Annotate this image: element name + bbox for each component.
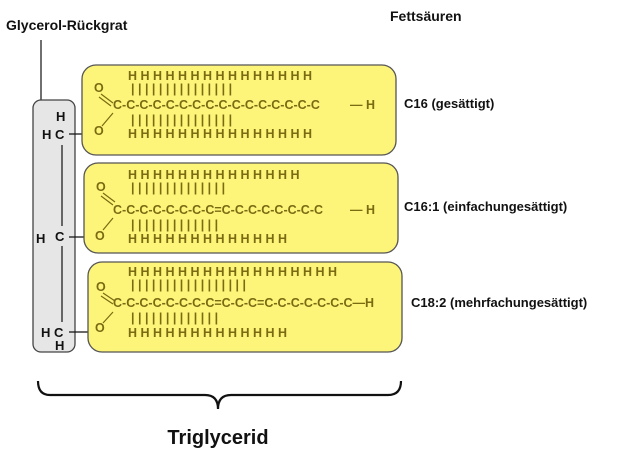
chain-1-end: — H — [350, 98, 375, 112]
chain-2-o-double: O — [96, 180, 106, 194]
chain-1-bottom-h: H H H H H H H H H H H H H H H — [128, 127, 312, 141]
glycerol-hc-bottom: H C — [41, 325, 64, 340]
chain-2-bottom-bonds: | | | | | | | | | | | | | — [131, 218, 218, 232]
fatty-acid-chain-2: H H H H H H H H H H H H H H | | | | | | … — [83, 162, 399, 254]
fatty-acid-chain-3: H H H H H H H H H H H H H H H H H | | | … — [87, 261, 403, 353]
chain-3-o-double: O — [96, 280, 106, 294]
chain-3-label: C18:2 (mehrfachungesättigt) — [411, 295, 587, 310]
chain-2-top-h: H H H H H H H H H H H H H H — [128, 168, 300, 182]
chain-3-bottom-h: H H H H H H H H H H H H H — [128, 326, 287, 340]
glycerol-h-top: H — [56, 109, 65, 124]
chain-2-top-bonds: | | | | | | | | | | | | | | — [131, 181, 225, 195]
chain-2-bottom-h: H H H H H H H H H H H H H — [128, 232, 287, 246]
chain-1-o-double: O — [94, 81, 104, 95]
chain-3-top-h: H H H H H H H H H H H H H H H H H — [128, 265, 337, 279]
chain-3-o-single: O — [95, 321, 105, 335]
fatty-acid-chain-1: H H H H H H H H H H H H H H H | | | | | … — [81, 64, 397, 156]
chain-3-box — [87, 261, 403, 353]
chain-2-o-single: O — [95, 229, 105, 243]
chain-2-label: C16:1 (einfachungesättigt) — [404, 199, 567, 214]
glycerol-h-mid: H — [36, 231, 45, 246]
triglyceride-brace — [36, 380, 403, 410]
chain-1-o-single: O — [94, 124, 104, 138]
chain-1-box — [81, 64, 397, 156]
chain-3-carbon-chain: C-C-C-C-C-C-C-C=C-C-C=C-C-C-C-C-C-C—H — [113, 296, 374, 310]
glycerol-c-mid: C — [55, 229, 65, 244]
chain-1-label: C16 (gesättigt) — [404, 96, 494, 111]
chain-2-carbon-chain: C-C-C-C-C-C-C-C=C-C-C-C-C-C-C-C — [113, 203, 323, 217]
glycerol-hc-top: H C — [42, 127, 65, 142]
fatty-acids-label: Fettsäuren — [390, 8, 462, 24]
glycerol-h-bottom: H — [55, 338, 64, 353]
glycerol-backbone-label: Glycerol-Rückgrat — [6, 17, 128, 33]
chain-1-top-h: H H H H H H H H H H H H H H H — [128, 69, 312, 83]
chain-3-top-bonds: | | | | | | | | | | | | | | | | | — [131, 278, 246, 292]
chain-3-bottom-bonds: | | | | | | | | | | | | | — [131, 311, 218, 325]
chain-2-end: — H — [350, 203, 375, 217]
chain-1-carbon-chain: C-C-C-C-C-C-C-C-C-C-C-C-C-C-C-C — [113, 98, 320, 112]
chain-1-top-bonds: | | | | | | | | | | | | | | | — [131, 82, 232, 96]
chain-1-bottom-bonds: | | | | | | | | | | | | | | | — [131, 113, 232, 127]
chain-2-box — [83, 162, 399, 254]
triglyceride-label: Triglycerid — [167, 427, 268, 449]
glycerol-backbone-box — [32, 99, 76, 353]
